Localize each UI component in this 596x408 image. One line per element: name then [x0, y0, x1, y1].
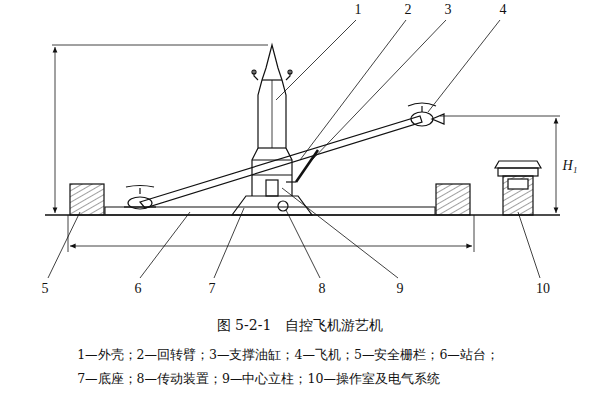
key-line: 1—外壳；2—回转臂；3—支撑油缸；4—飞机；5—安全栅栏；6—站台；: [77, 348, 499, 362]
figure-caption: 图 5-2-1 自控飞机游艺机: [217, 318, 384, 333]
callout-number: 9: [397, 281, 404, 296]
callout-number: 5: [42, 281, 49, 296]
callout-number: 10: [536, 281, 550, 296]
callout-number: 2: [405, 2, 412, 17]
callout-number: 6: [135, 281, 142, 296]
callout-number: 3: [445, 2, 452, 17]
callout-number: 4: [500, 2, 507, 17]
callout-number: 8: [319, 281, 326, 296]
callout-number: 1: [355, 2, 362, 17]
key-line: 7—底座；8—传动装置；9—中心立柱；10—操作室及电气系统: [77, 372, 440, 386]
callout-number: 7: [209, 281, 216, 296]
dimension-label: H₁: [562, 158, 579, 173]
